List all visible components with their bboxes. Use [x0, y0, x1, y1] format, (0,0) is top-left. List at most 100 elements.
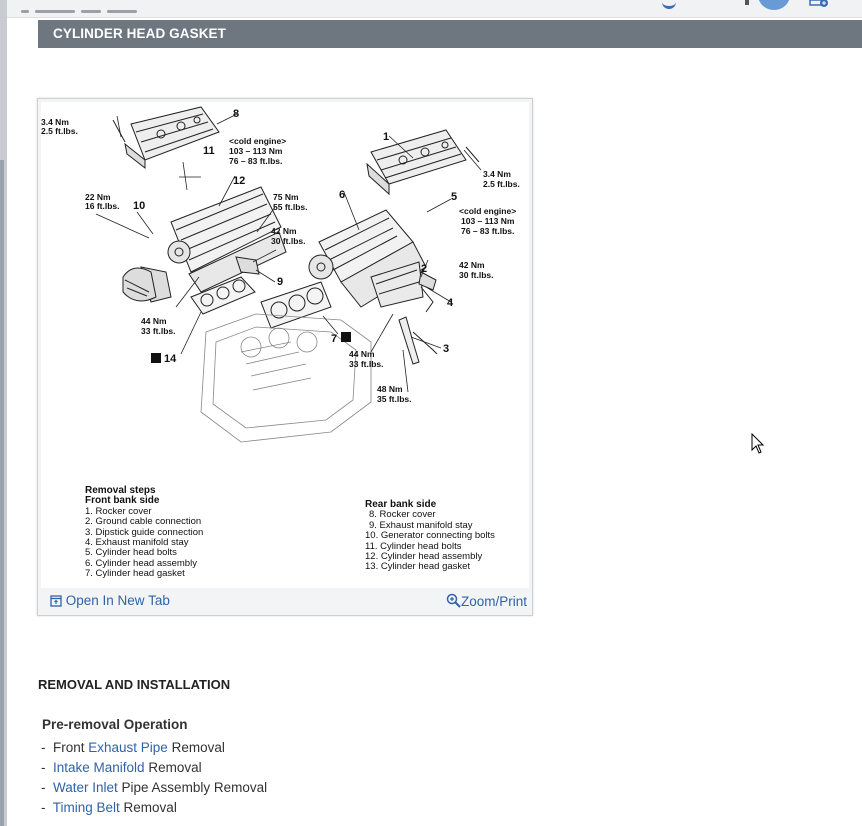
torque-label: 103 – 113 Nm [461, 216, 515, 226]
open-in-new-tab-label: Open In New Tab [65, 593, 170, 608]
diagram-image[interactable]: 8 1 11 12 6 10 5 2 9 4 7 3 14 3.4 Nm 2.5… [41, 102, 529, 588]
exhaust-pipe-link[interactable]: Exhaust Pipe [88, 740, 168, 755]
torque-label: 2.5 ft.lbs. [483, 179, 520, 189]
callout-12: 12 [233, 175, 245, 187]
torque-label: <cold engine> [229, 136, 286, 146]
torque-label: 42 Nm [459, 260, 485, 270]
left-scroll-rail [0, 0, 7, 826]
step-item: 10. Generator connecting bolts [365, 530, 495, 542]
list-item-prefix: - [41, 800, 53, 815]
timing-belt-link[interactable]: Timing Belt [52, 800, 120, 815]
zoom-icon [446, 593, 461, 608]
callout-3: 3 [443, 343, 449, 355]
callout-1: 1 [383, 131, 389, 143]
left-rail-thumb[interactable] [0, 160, 4, 826]
removal-installation-heading: REMOVAL AND INSTALLATION [38, 677, 231, 692]
torque-label: 76 – 83 ft.lbs. [229, 156, 282, 166]
toolbar-separator [745, 0, 749, 5]
add-bookmark-icon[interactable] [809, 0, 829, 8]
top-toolbar-strip [7, 0, 862, 18]
torque-label: 42 Nm [271, 226, 297, 236]
zoom-print-label: Zoom/Print [460, 594, 527, 609]
torque-label: 22 Nm [85, 192, 111, 202]
pre-removal-title: Pre-removal Operation [42, 717, 188, 732]
callout-10: 10 [133, 200, 145, 212]
callout-7: 7 [331, 333, 337, 345]
list-item-prefix: - Front [41, 740, 89, 755]
torque-label: <cold engine> [459, 206, 516, 216]
torque-label: 75 Nm [273, 192, 299, 202]
section-title: CYLINDER HEAD GASKET [53, 26, 227, 41]
rear-bank-title: Rear bank side [365, 499, 437, 510]
torque-label: 30 ft.lbs. [459, 270, 493, 280]
callout-2: 2 [421, 263, 427, 275]
front-bank-title: Front bank side [85, 495, 160, 507]
list-item-prefix: - [41, 780, 53, 795]
callout-14: 14 [164, 353, 177, 365]
list-item-prefix: - [41, 760, 53, 775]
zoom-print-link[interactable]: Zoom/Print [446, 593, 527, 609]
open-new-tab-icon [50, 595, 62, 607]
step-item: 11. Cylinder head bolts [365, 540, 462, 552]
leader-lines [95, 113, 482, 393]
torque-label: 35 ft.lbs. [377, 394, 411, 404]
torque-label: 2.5 ft.lbs. [41, 126, 78, 136]
list-item: - Front Exhaust Pipe Removal [41, 738, 267, 758]
callout-4: 4 [447, 297, 454, 309]
avatar[interactable] [758, 0, 790, 10]
torque-label: 55 ft.lbs. [273, 202, 307, 212]
torque-label: 103 – 113 Nm [229, 146, 283, 156]
pre-removal-list: - Front Exhaust Pipe Removal - Intake Ma… [41, 738, 267, 818]
list-item-suffix: Removal [144, 760, 202, 775]
front-cylinder-head-drawing [308, 209, 437, 308]
step-item: 12. Cylinder head assembly [365, 551, 483, 563]
torque-label: 44 Nm [349, 349, 375, 359]
torque-label: 44 Nm [141, 316, 167, 326]
step-item: 13. Cylinder head gasket [365, 561, 471, 573]
torque-label: 3.4 Nm [483, 169, 511, 179]
head-gasket-drawing [190, 276, 332, 329]
callout-5: 5 [451, 191, 457, 203]
list-item: - Timing Belt Removal [41, 798, 267, 818]
callout-8: 8 [233, 108, 239, 120]
mouse-pointer-icon [751, 433, 765, 454]
step-item: 5. Cylinder head bolts [85, 547, 177, 559]
intake-manifold-link[interactable]: Intake Manifold [53, 760, 145, 775]
list-item-suffix: Pipe Assembly Removal [117, 780, 268, 795]
torque-label: 33 ft.lbs. [141, 326, 175, 336]
list-item: - Intake Manifold Removal [41, 758, 267, 778]
open-in-new-tab-link[interactable]: Open In New Tab [50, 593, 170, 608]
rear-bank-steps: Rear bank side 8. Rocker cover 9. Exhaus… [365, 499, 495, 573]
list-item-suffix: Removal [119, 800, 177, 815]
torque-label: 3.4 Nm [41, 117, 69, 127]
torque-label: 76 – 83 ft.lbs. [461, 226, 514, 236]
torque-label: 30 ft.lbs. [271, 236, 305, 246]
water-inlet-link[interactable]: Water Inlet [53, 780, 118, 795]
callout-6: 6 [339, 189, 345, 201]
torque-label: 33 ft.lbs. [349, 359, 383, 369]
rear-cylinder-head-drawing [122, 186, 287, 303]
removal-steps-title: Removal steps [85, 485, 156, 496]
step-item: 9. Exhaust manifold stay [369, 519, 473, 531]
callout-9: 9 [277, 276, 283, 288]
search-icon[interactable] [662, 0, 676, 9]
step-item: 4. Exhaust manifold stay [85, 537, 189, 549]
front-rocker-cover-drawing [366, 129, 480, 196]
rear-rocker-cover-drawing [112, 106, 220, 170]
step-item: 1. Rocker cover [85, 505, 152, 517]
exhaust-manifold-drawing [398, 286, 438, 365]
top-toolbar-text-fragment [21, 0, 201, 13]
new-part-badge-7 [341, 332, 351, 342]
section-header: CYLINDER HEAD GASKET [38, 20, 862, 48]
torque-label: 16 ft.lbs. [85, 201, 119, 211]
engine-diagram: 8 1 11 12 6 10 5 2 9 4 7 3 14 3.4 Nm 2.5… [41, 106, 520, 443]
callout-11: 11 [203, 145, 215, 157]
step-item: 7. Cylinder head gasket [85, 568, 185, 580]
list-item-suffix: Removal [167, 740, 225, 755]
step-item: 3. Dipstick guide connection [85, 526, 204, 538]
step-item: 2. Ground cable connection [85, 516, 202, 528]
engine-block-drawing [200, 313, 372, 443]
front-bank-steps: Removal steps Front bank side 1. Rocker … [85, 485, 204, 580]
step-item: 6. Cylinder head assembly [85, 557, 197, 569]
new-part-badge-14 [151, 353, 161, 363]
